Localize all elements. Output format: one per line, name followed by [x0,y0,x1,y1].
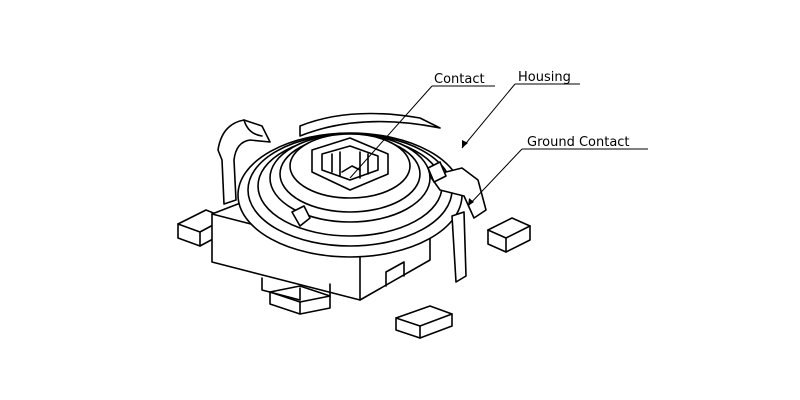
ground-contact-right [427,161,487,283]
bottom-tab-right [395,305,453,339]
center-contact [311,137,389,191]
ground-contact-left [217,119,311,227]
side-tab-right [487,217,531,253]
label-ground-contact: Ground Contact [527,135,630,150]
label-housing: Housing [518,70,571,85]
leader-lines [349,83,648,207]
label-contact: Contact [434,72,485,87]
